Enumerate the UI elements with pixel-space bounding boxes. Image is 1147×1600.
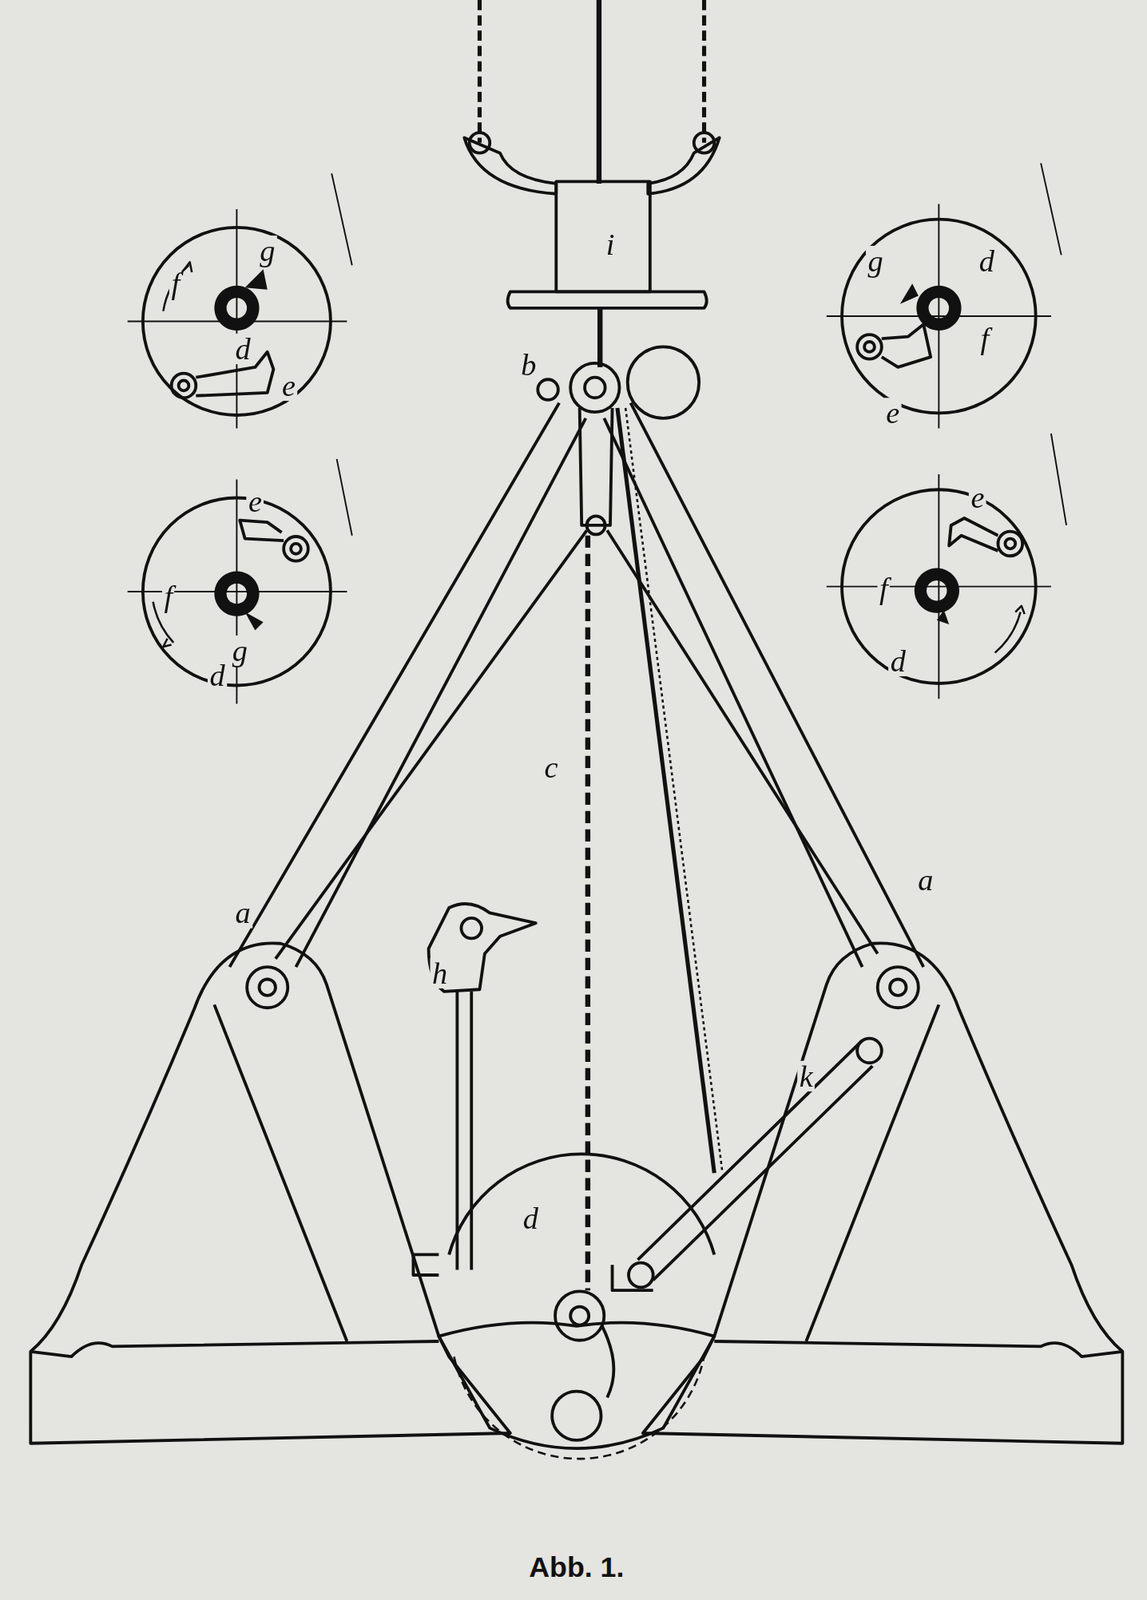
- part-letter: f: [162, 581, 175, 612]
- part-letter: d: [888, 646, 908, 677]
- part-letter: d: [207, 660, 227, 691]
- part-letter: k: [797, 1061, 815, 1092]
- part-letter: e: [884, 397, 902, 429]
- part-letter: f: [169, 268, 183, 299]
- part-letter: d: [233, 333, 253, 365]
- latch-hook: [412, 904, 536, 1276]
- part-letter: g: [865, 246, 886, 277]
- part-letter: g: [257, 235, 278, 266]
- part-letter: f: [978, 323, 992, 354]
- part-letter: i: [603, 229, 617, 260]
- part-letter: d: [976, 246, 997, 277]
- part-letter: d: [520, 1204, 540, 1235]
- part-letter: a: [233, 897, 253, 929]
- part-letter: f: [877, 573, 890, 604]
- right-bucket-shell: [642, 943, 1123, 1444]
- part-letter: h: [430, 958, 450, 989]
- arms: [229, 403, 924, 969]
- part-letter: g: [230, 635, 250, 667]
- left-bucket-shell: [30, 943, 510, 1444]
- part-letter: e: [279, 370, 298, 401]
- part-letter: b: [519, 349, 539, 381]
- part-letter: e: [246, 486, 264, 517]
- figure-caption: Abb. 1.: [525, 1551, 628, 1585]
- detail-circles: [127, 162, 1067, 704]
- suspension-head: [464, 0, 719, 368]
- part-letter: c: [542, 752, 560, 783]
- part-letter: a: [916, 865, 936, 896]
- part-letter: e: [968, 482, 987, 513]
